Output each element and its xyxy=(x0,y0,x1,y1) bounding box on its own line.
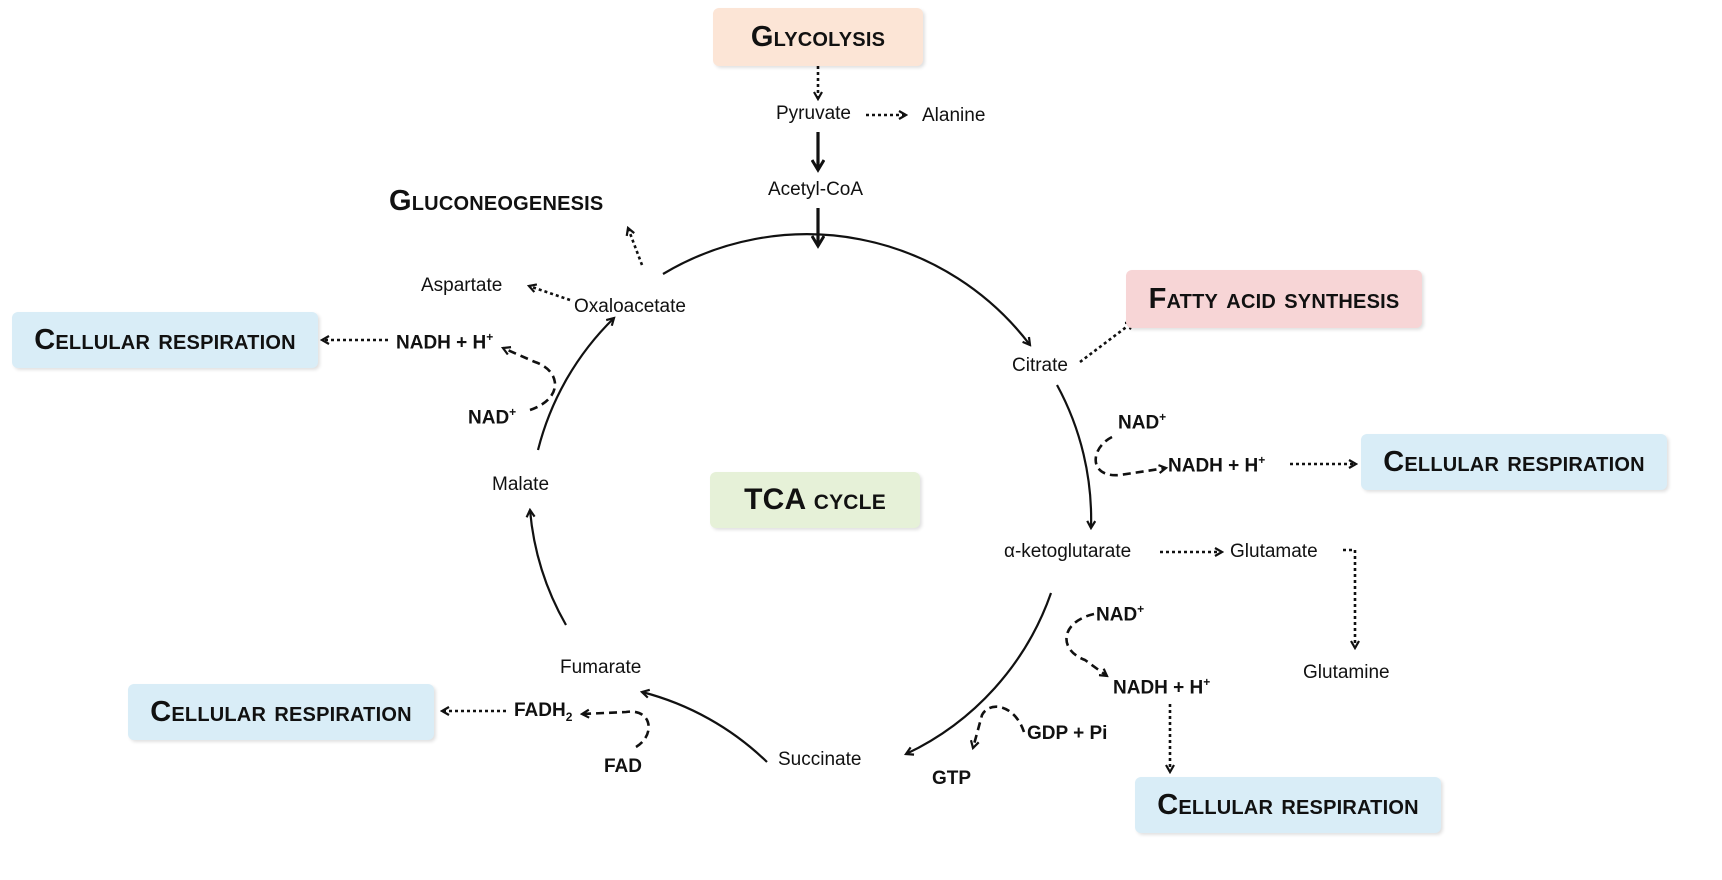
oxaloacetate-label: Oxaloacetate xyxy=(574,296,686,317)
plus-superscript: + xyxy=(1159,410,1167,424)
nad-label-ketoglutarate-step: NAD+ xyxy=(1096,602,1144,626)
nadh-text: NADH + H xyxy=(1168,455,1259,477)
glycolysis-label: Glycolysis xyxy=(750,20,886,53)
alanine-label: Alanine xyxy=(922,105,986,126)
a-ketoglutarate-label: α-ketoglutarate xyxy=(1004,541,1132,562)
glycolysis-box: Glycolysis xyxy=(713,8,923,66)
plus-superscript: + xyxy=(509,405,517,419)
arrow-glutamate-to-glutamine xyxy=(1343,548,1355,648)
nad-text: NAD xyxy=(1096,604,1138,626)
fumarate-label: Fumarate xyxy=(560,657,642,678)
cellular-respiration-label: Cellular respiration xyxy=(1157,788,1419,821)
nad-label-citrate-step: NAD+ xyxy=(1118,410,1166,434)
cellular-respiration-box-left-top: Cellular respiration xyxy=(12,312,318,368)
tca-cycle-box: TCA cycle xyxy=(710,472,920,528)
citrate-label: Citrate xyxy=(1012,355,1068,376)
aspartate-label: Aspartate xyxy=(421,275,503,296)
arrow-citrate-to-fatty-acid xyxy=(1079,322,1133,364)
gdp-pi-label: GDP + Pi xyxy=(1027,723,1108,744)
dotted-arrows xyxy=(322,66,1356,772)
glutamate-label: Glutamate xyxy=(1230,541,1318,562)
plus-superscript: + xyxy=(486,330,494,344)
nad-label-malate-step: NAD+ xyxy=(468,405,516,429)
fadh-text: FADH xyxy=(514,700,566,721)
arrow-gdp-to-gtp xyxy=(973,705,1026,748)
malate-label: Malate xyxy=(492,474,550,495)
nad-text: NAD xyxy=(1118,412,1160,434)
nadh-label-citrate-step: NADH + H+ xyxy=(1168,453,1265,477)
cellular-respiration-box-left-bottom: Cellular respiration xyxy=(128,684,434,740)
glutamine-label: Glutamine xyxy=(1303,662,1390,683)
arrow-fad-to-fadh2 xyxy=(582,712,650,749)
dashed-arrows xyxy=(503,348,1166,748)
two-subscript: 2 xyxy=(565,709,573,724)
succinate-label: Succinate xyxy=(778,749,862,770)
arc-citrate-to-ketoglutarate xyxy=(1056,384,1091,528)
plus-superscript: + xyxy=(1203,675,1211,689)
arrow-oxaloacetate-to-gluconeogenesis xyxy=(628,228,644,266)
cellular-respiration-box-right: Cellular respiration xyxy=(1361,434,1667,490)
arc-fumarate-to-malate xyxy=(530,510,567,626)
gtp-label: GTP xyxy=(932,768,972,789)
arrow-oxaloacetate-to-aspartate xyxy=(529,286,571,302)
arrow-nad3-to-nadh3 xyxy=(1065,612,1107,676)
acetyl-coa-label: Acetyl-CoA xyxy=(768,179,864,200)
tca-cycle-label: TCA cycle xyxy=(744,483,886,516)
pyruvate-label: Pyruvate xyxy=(776,103,851,124)
nadh-label-ketoglutarate-step: NADH + H+ xyxy=(1113,675,1210,699)
fatty-acid-synthesis-box: Fatty acid synthesis xyxy=(1126,270,1422,328)
arrow-nad2-to-nadh2 xyxy=(503,348,557,412)
cellular-respiration-label: Cellular respiration xyxy=(1383,445,1645,478)
arrow-nad1-to-nadh1 xyxy=(1094,435,1166,477)
arc-malate-to-oxaloacetate xyxy=(536,318,614,451)
fadh2-label: FADH2 xyxy=(514,700,572,724)
cycle-arcs xyxy=(530,233,1091,763)
nad-text: NAD xyxy=(468,407,510,429)
fad-label: FAD xyxy=(604,756,642,777)
arc-succinate-to-fumarate xyxy=(642,692,768,763)
gluconeogenesis-label: Gluconeogenesis xyxy=(389,185,604,217)
nadh-text: NADH + H xyxy=(396,332,487,354)
arc-oxaloacetate-to-citrate xyxy=(662,233,1030,345)
arc-ketoglutarate-to-succinate xyxy=(906,592,1053,754)
plus-superscript: + xyxy=(1137,602,1145,616)
fatty-acid-synthesis-label: Fatty acid synthesis xyxy=(1148,282,1400,315)
nadh-text: NADH + H xyxy=(1113,677,1204,699)
cellular-respiration-box-bottom: Cellular respiration xyxy=(1135,777,1441,833)
cellular-respiration-label: Cellular respiration xyxy=(34,323,296,356)
nadh-label-malate-step: NADH + H+ xyxy=(396,330,493,354)
cellular-respiration-label: Cellular respiration xyxy=(150,695,412,728)
plus-superscript: + xyxy=(1258,453,1266,467)
